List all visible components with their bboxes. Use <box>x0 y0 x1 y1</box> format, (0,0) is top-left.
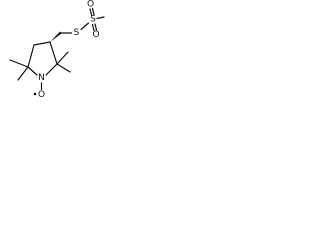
bond-s-methyl <box>96 16 105 20</box>
bond-s-o-top-2 <box>91 7 95 16</box>
bond-c2-methyl-1 <box>56 63 71 73</box>
atom-o-nitroxide: O <box>38 90 45 100</box>
atom-s-sulfonyl: S <box>90 15 96 25</box>
bond-c5-methyl-1 <box>9 59 29 68</box>
bond-ring-c4-c5 <box>27 44 35 68</box>
bond-s-o-bottom-1 <box>91 23 95 32</box>
stereo-wedge-bond <box>50 31 62 42</box>
atom-s-thio: S <box>74 28 80 38</box>
bond-ring-c2-c3 <box>49 41 58 65</box>
atom-n-ring: N <box>38 73 45 83</box>
bond-ring-n-c2 <box>45 63 58 76</box>
bond-s-s <box>80 22 90 31</box>
bond-c2-methyl-2 <box>56 51 69 65</box>
molecule-structure: S S O O N O <box>9 0 105 100</box>
bond-s-o-top-1 <box>89 8 93 16</box>
atom-o-bottom: O <box>92 30 99 40</box>
bond-ring-c3-c4 <box>33 41 51 46</box>
bond-c5-methyl-2 <box>17 66 29 81</box>
bond-ring-c5-n <box>27 66 38 76</box>
radical-dot-icon <box>33 92 37 96</box>
atom-o-top: O <box>87 0 94 10</box>
bond-s-o-bottom-2 <box>94 23 98 31</box>
